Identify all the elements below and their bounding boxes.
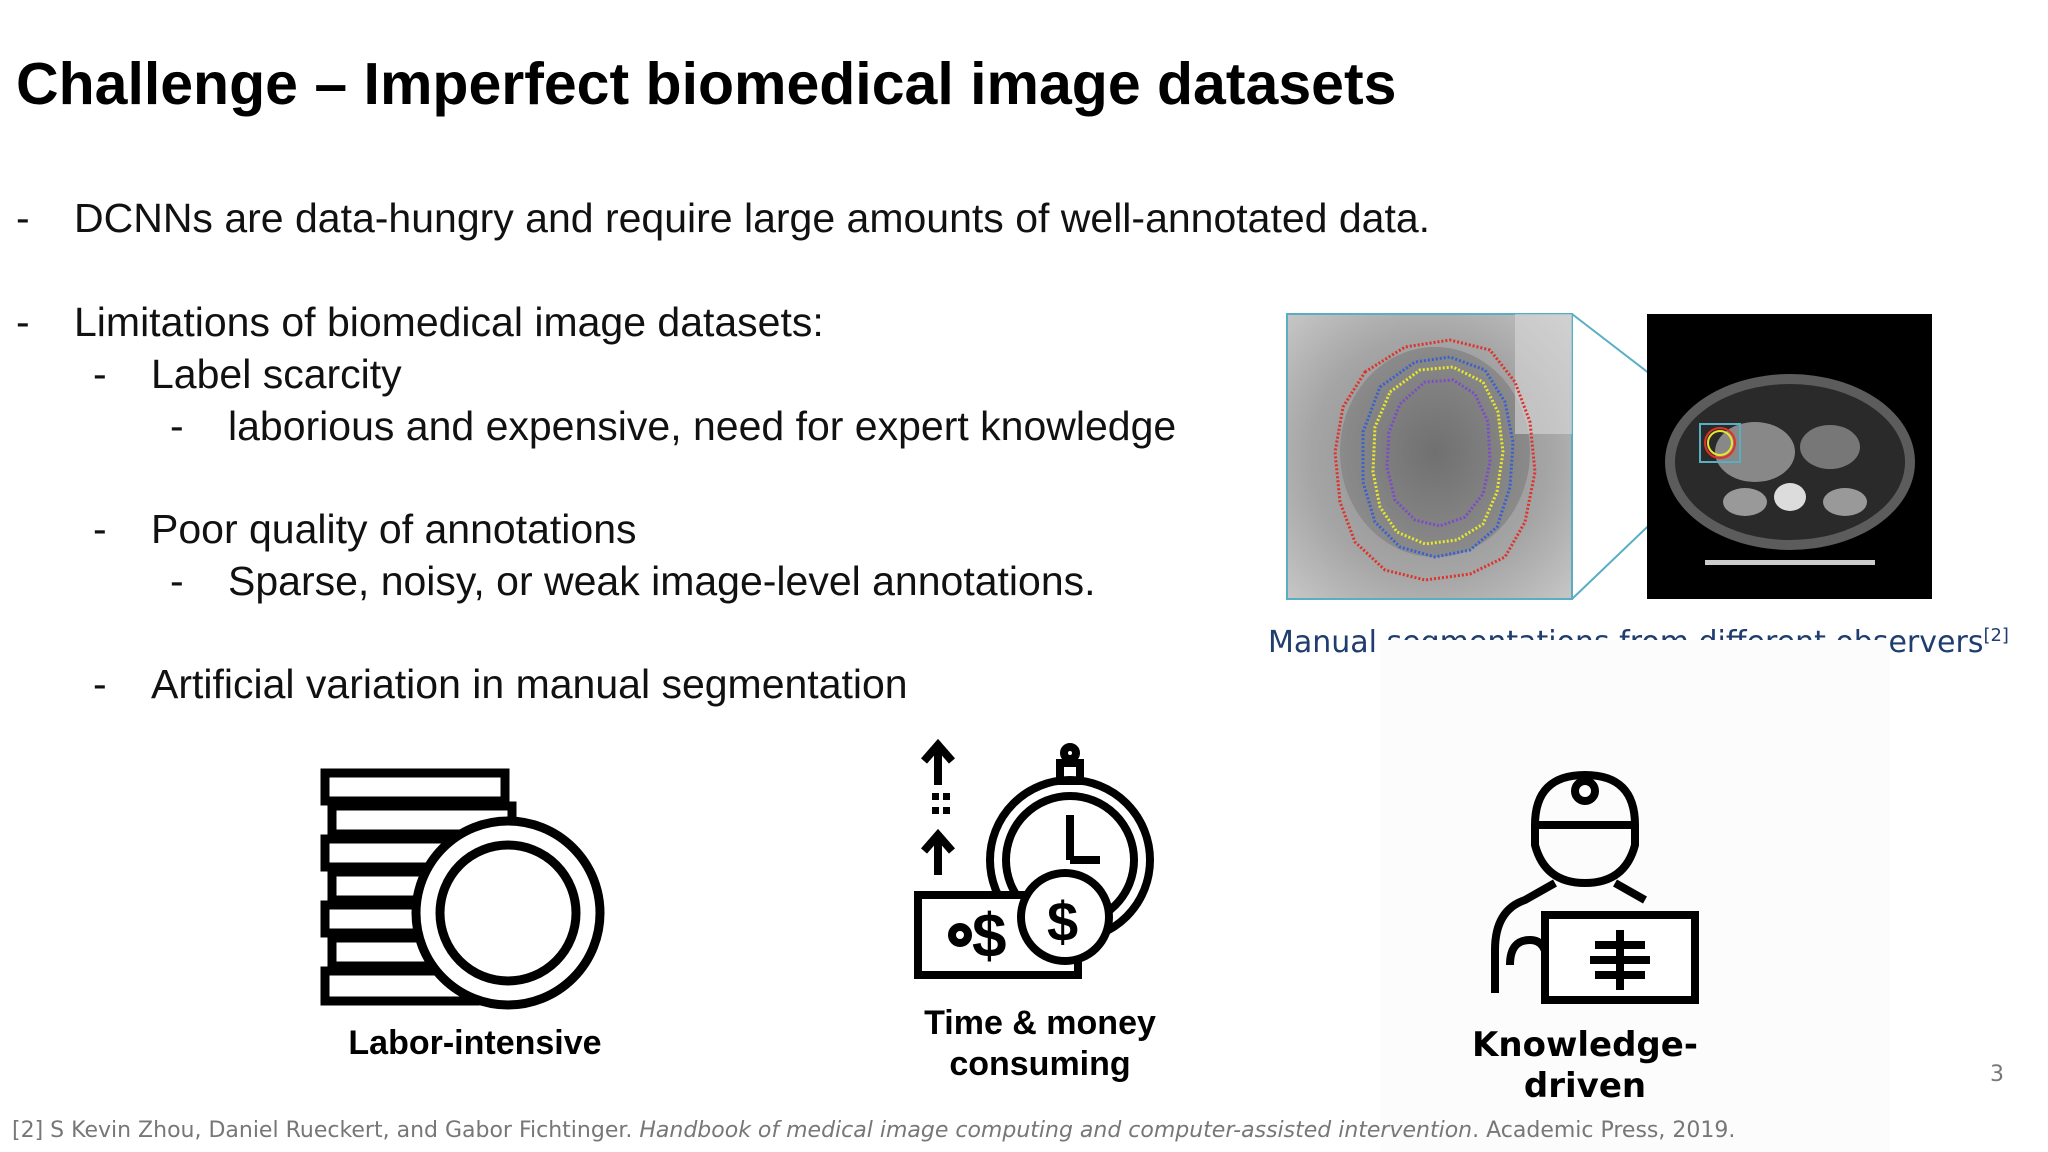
footnote-reference: [2] S Kevin Zhou, Daniel Rueckert, and G… xyxy=(12,1118,1735,1143)
subsubbullet-sparse: - Sparse, noisy, or weak image-level ann… xyxy=(170,555,1270,607)
bullet-dash: - xyxy=(170,558,184,604)
bullet-limitations: - Limitations of biomedical image datase… xyxy=(16,296,1216,348)
bullet-text: Sparse, noisy, or weak image-level annot… xyxy=(228,558,1096,604)
bullet-dash: - xyxy=(16,195,30,241)
subbullet-poor-quality: - Poor quality of annotations xyxy=(93,503,1193,555)
svg-text:$: $ xyxy=(1047,890,1078,953)
segmentation-figure xyxy=(1285,312,1935,602)
footnote-publisher: . Academic Press, 2019. xyxy=(1472,1118,1736,1143)
bullet-text: Poor quality of annotations xyxy=(151,506,637,552)
bullet-text: DCNNs are data-hungry and require large … xyxy=(74,195,1431,241)
bullet-dash: - xyxy=(16,299,30,345)
subsubbullet-laborious: - laborious and expensive, need for expe… xyxy=(170,400,1270,452)
page-number: 3 xyxy=(1990,1062,2004,1087)
footnote-authors: [2] S Kevin Zhou, Daniel Rueckert, and G… xyxy=(12,1118,640,1143)
bullet-text: Artificial variation in manual segmentat… xyxy=(151,661,908,707)
footnote-book-title: Handbook of medical image computing and … xyxy=(639,1118,1473,1143)
bullet-text: Limitations of biomedical image datasets… xyxy=(74,299,824,345)
icon-label-time-money: Time & money consuming xyxy=(924,1004,1156,1083)
bullet-text: Label scarcity xyxy=(151,351,402,397)
bullet-text: laborious and expensive, need for expert… xyxy=(228,403,1177,449)
bullet-dash: - xyxy=(170,403,184,449)
slide-title: Challenge – Imperfect biomedical image d… xyxy=(16,51,1397,117)
svg-text:$: $ xyxy=(972,902,1006,971)
subbullet-artificial-variation: - Artificial variation in manual segment… xyxy=(93,658,1193,710)
coins-icon xyxy=(320,768,630,1013)
ct-scan-image xyxy=(1286,313,1932,600)
doctor-xray-icon xyxy=(1485,765,1705,1005)
bullet-dash: - xyxy=(93,506,107,552)
time-money-icon: $ $ xyxy=(910,735,1170,985)
caption-reference: [2] xyxy=(1983,625,2009,646)
icon-label-knowledge: Knowledge-driven xyxy=(1472,1025,1698,1106)
subbullet-label-scarcity: - Label scarcity xyxy=(93,348,1193,400)
bullet-data-hungry: - DCNNs are data-hungry and require larg… xyxy=(16,192,1516,244)
icon-label-labor: Labor-intensive xyxy=(348,1024,602,1062)
bullet-dash: - xyxy=(93,351,107,397)
bullet-dash: - xyxy=(93,661,107,707)
